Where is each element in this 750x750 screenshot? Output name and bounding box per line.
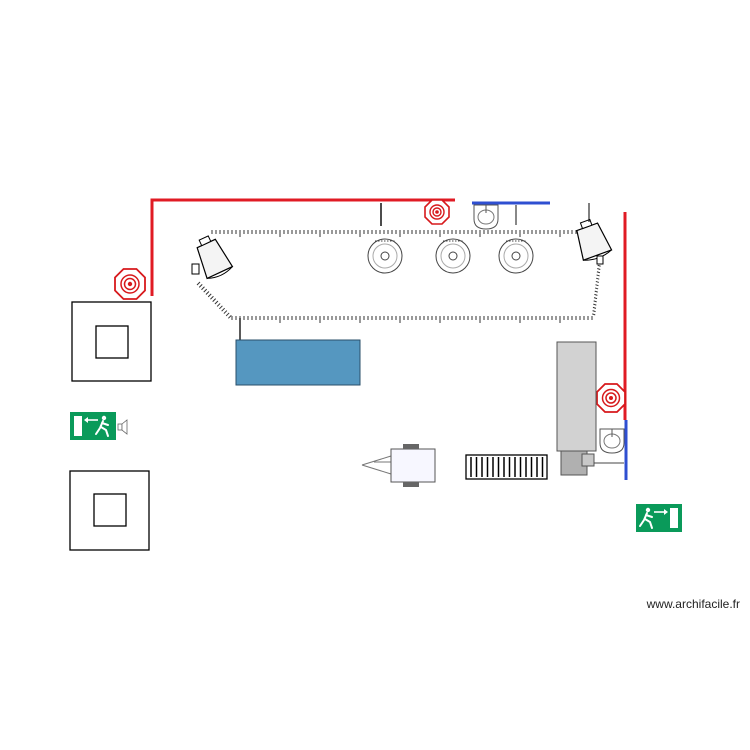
- stage-edge-tick: [593, 297, 598, 300]
- stage-edge-tick: [596, 271, 601, 274]
- stage-edge-tick: [225, 312, 230, 317]
- pillar: [71, 301, 152, 382]
- fire-alarm-icon: [596, 383, 626, 413]
- stage-edge-tick: [595, 280, 599, 283]
- pillar: [69, 470, 150, 551]
- stage-edge-tick: [597, 268, 601, 270]
- turntable-icon: [498, 238, 534, 274]
- stage: [196, 226, 602, 323]
- fire-alarm-icon: [114, 268, 146, 300]
- emergency-exit-icon: [636, 504, 682, 532]
- stage-edge-tick: [214, 300, 219, 305]
- fire-alarm-icon: [424, 199, 450, 225]
- stage-edge-tick: [596, 274, 600, 277]
- water-tank: [235, 339, 361, 386]
- red-wall: [150, 198, 627, 420]
- stage-edge-tick: [216, 303, 221, 307]
- stage-edge-tick: [595, 284, 599, 287]
- stage-edge-tick: [203, 288, 208, 293]
- stage-edge-tick: [596, 277, 600, 280]
- trailer-icon: [361, 444, 436, 487]
- stage-edge-tick: [592, 313, 596, 316]
- stage-edge-tick: [198, 284, 203, 288]
- spotlight-clamp: [596, 255, 604, 265]
- radiator-icon: [465, 454, 548, 480]
- stage-edge-tick: [212, 298, 217, 303]
- stage-edge-tick: [207, 293, 212, 298]
- turntable-icon: [367, 238, 403, 274]
- emergency-exit-icon: [70, 412, 116, 440]
- stage-edge-tick: [223, 310, 228, 314]
- stage-edge-tick: [196, 281, 201, 286]
- stage-edge-tick: [219, 305, 223, 310]
- turntable-icon: [435, 238, 471, 274]
- stage-edge-tick: [592, 306, 597, 309]
- equipment-cabinet: [556, 341, 597, 452]
- stage-edge-tick: [205, 291, 210, 295]
- equipment-handle: [581, 453, 595, 467]
- stage-edge-tick: [593, 303, 597, 306]
- stage-edge-tick: [597, 264, 601, 267]
- stage-edge-tick: [592, 310, 596, 313]
- stage-edge-tick: [594, 290, 598, 293]
- loudspeaker-icon: [117, 419, 128, 435]
- spotlight-icon: [196, 235, 234, 280]
- stage-edge-tick: [593, 300, 597, 303]
- stage-edge-tick: [594, 287, 599, 290]
- watermark[interactable]: www.archifacile.fr: [646, 597, 740, 611]
- blue-wall: [472, 201, 628, 480]
- stage-edge-tick: [201, 286, 205, 291]
- stage-edge-tick: [210, 295, 214, 300]
- spotlight-clamp: [191, 263, 200, 275]
- stage-edge-tick: [594, 293, 598, 296]
- sink-icon: [473, 204, 499, 230]
- stage-edge-tick: [228, 314, 232, 319]
- sink-icon: [599, 428, 625, 454]
- stage-edge-tick: [221, 307, 225, 312]
